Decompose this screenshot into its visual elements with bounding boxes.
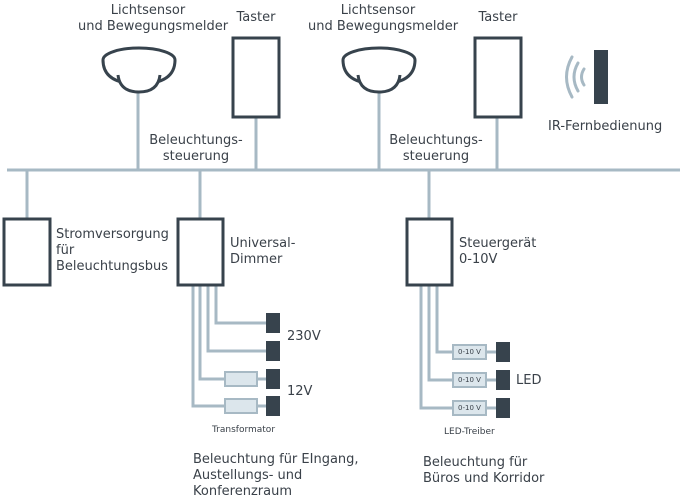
controller-box	[405, 217, 454, 287]
driver-label: 0-10 V	[458, 376, 481, 384]
sensor-1-label: Lichtsensor und Bewegungsmelder	[78, 3, 229, 35]
light-motion-sensor-icon	[341, 46, 417, 94]
label-line: Beleuchtung für	[423, 455, 528, 470]
label-line: Beleuchtung für EIngang,	[193, 452, 359, 467]
light-motion-sensor-icon	[101, 46, 177, 94]
label-line: Stromversorgung	[56, 227, 169, 242]
label-line: steuerung	[162, 149, 230, 164]
controller-output-2	[427, 286, 496, 382]
label-line: Büros und Korridor	[423, 471, 545, 486]
led-driver	[452, 372, 487, 388]
dimmer-box	[176, 217, 225, 287]
dimmer-output-1	[214, 286, 266, 325]
lamp-12v	[266, 396, 280, 416]
label-line: Lichtsensor	[340, 3, 416, 18]
driver-label: 0-10 V	[458, 348, 481, 356]
taster-1-label: Taster	[236, 10, 276, 25]
label-line: steuerung	[402, 149, 470, 164]
controller-label: Steuergerät 0-10V	[459, 236, 536, 268]
bus-label-2: Beleuchtungs- steuerung	[388, 133, 484, 165]
label-line: und Bewegungsmelder	[308, 19, 459, 34]
label-line: Beleuchtungs-	[389, 133, 483, 148]
transformer	[224, 371, 258, 387]
power-supply-label: Stromversorgung für Beleuchtungsbus	[56, 227, 169, 275]
transformer	[224, 398, 258, 414]
lamp-230v	[266, 341, 280, 361]
led-lamp	[496, 398, 510, 418]
power-supply-box	[2, 217, 52, 287]
ir-remote-label: IR-Fernbedienung	[548, 119, 663, 134]
lamp-12v	[266, 369, 280, 389]
label-line: Dimmer	[230, 252, 283, 267]
label-line: für	[56, 243, 75, 258]
label-line: und Bewegungsmelder	[78, 19, 229, 34]
transformer-label: Transformator	[212, 425, 276, 435]
sensor-2-label: Lichtsensor und Bewegungsmelder	[308, 3, 459, 35]
dimmer-output-4	[191, 286, 266, 408]
label-line: Lichtsensor	[110, 3, 186, 18]
lamp-230v	[266, 313, 280, 333]
label-230v: 230V	[287, 329, 321, 344]
label-line: Beleuchtungs-	[149, 133, 243, 148]
dimmer-label: Universal- Dimmer	[230, 236, 295, 268]
taster-2-label: Taster	[478, 10, 518, 25]
controller-caption: Beleuchtung für Büros und Korridor	[423, 455, 544, 487]
push-button-icon	[231, 36, 281, 119]
label-line: 0-10V	[459, 252, 498, 267]
led-lamp	[496, 370, 510, 390]
controller-output-1	[435, 286, 496, 354]
led-drivers-label: LED-Treiber	[444, 427, 495, 437]
label-line: Austellungs- und	[193, 468, 303, 483]
led-driver	[452, 400, 487, 416]
led-lamp	[496, 342, 510, 362]
dimmer-output-2	[206, 286, 266, 353]
label-line: Universal-	[230, 236, 296, 251]
bus-label-1: Beleuchtungs- steuerung	[148, 133, 244, 165]
ir-remote-icon	[565, 50, 608, 104]
label-12v: 12V	[287, 384, 313, 399]
dimmer-output-3	[198, 286, 266, 381]
push-button-icon	[473, 36, 523, 119]
label-line: Beleuchtungsbus	[56, 259, 169, 274]
dimmer-caption: Beleuchtung für EIngang, Austellungs- un…	[193, 452, 359, 500]
label-line: Konferenzraum	[193, 484, 292, 499]
label-line: Steuergerät	[459, 236, 537, 251]
led-label: LED	[516, 373, 542, 388]
driver-label: 0-10 V	[458, 404, 481, 412]
led-driver	[452, 344, 487, 360]
